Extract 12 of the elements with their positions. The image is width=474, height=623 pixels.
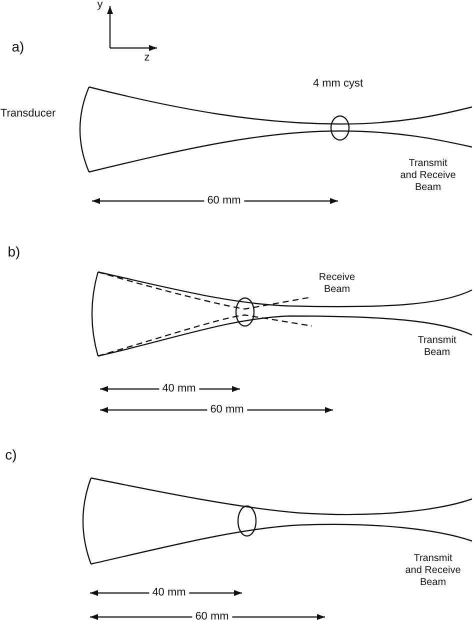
axis-label: y (97, 0, 103, 12)
panel-label: c) (5, 446, 17, 464)
annotation-text: Transmit and Receive Beam (400, 158, 456, 194)
axis-label: z (144, 51, 150, 65)
annotation-text: Transmit Beam (416, 335, 458, 359)
panel-label: b) (8, 244, 20, 260)
annotation-text: Receive Beam (318, 272, 356, 296)
annotation-text: Transducer (0, 107, 56, 121)
annotation-text: 4 mm cyst (312, 77, 364, 91)
annotation-text: Transmit and Receive Beam (405, 553, 461, 589)
dimension-text: 60 mm (192, 610, 232, 623)
panel-label: a) (12, 38, 24, 56)
